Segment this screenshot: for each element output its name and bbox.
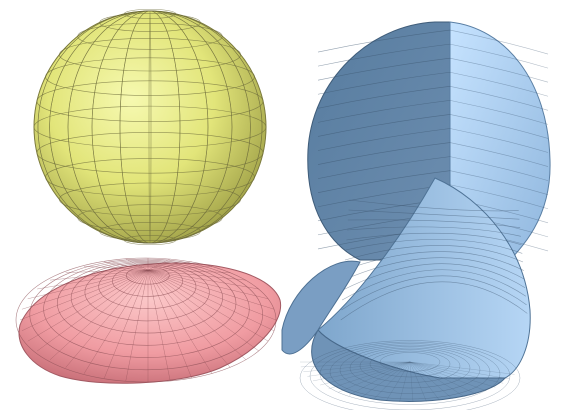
blue-sliced-sphere [282,22,550,410]
red-hemisphere [16,258,281,383]
yellow-sphere [34,9,266,244]
